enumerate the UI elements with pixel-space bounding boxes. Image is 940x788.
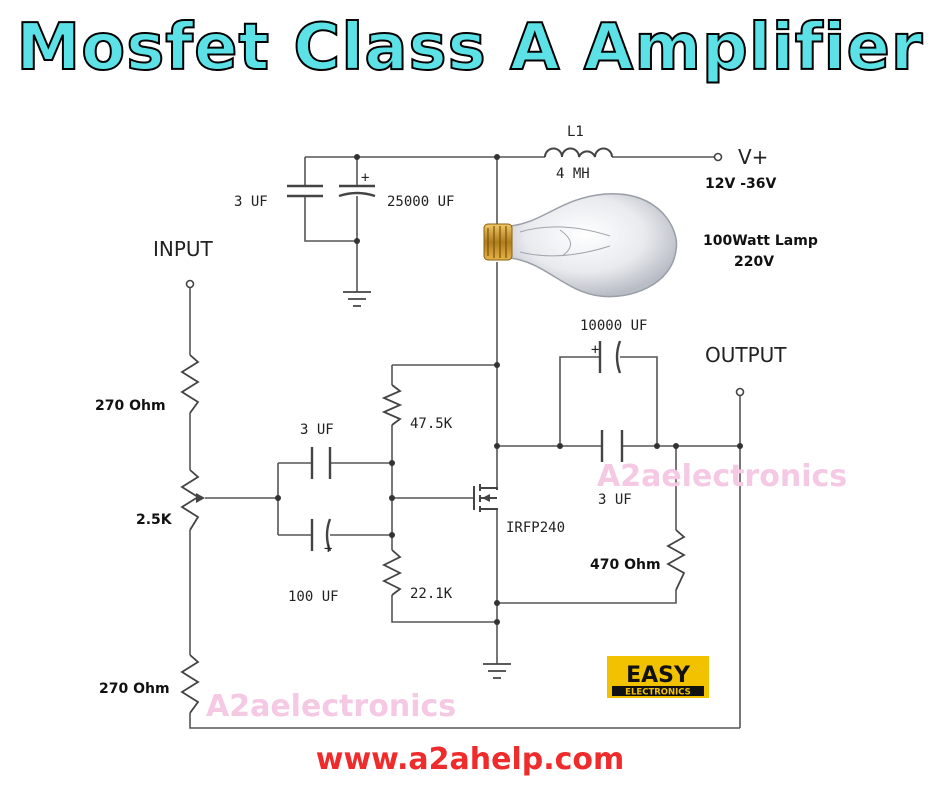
ground-icon [343,291,371,307]
terminals [185,152,745,397]
resistor-47-5k [381,384,403,426]
junctions [275,154,743,625]
website-url[interactable]: www.a2ahelp.com [315,742,625,777]
cap-10000uf-label: 10000 UF [580,318,647,334]
vplus-label: V+ [738,145,768,169]
mosfet-label: IRFP240 [506,520,565,536]
resistor-470-label: 470 Ohm [590,557,661,573]
cap-3uf-top [287,184,323,198]
supply-voltage-label: 12V -36V [705,176,776,192]
l1-label: L1 [567,124,584,140]
wires [189,156,741,729]
lamp-label-line2: 220V [734,254,774,270]
watermark: A2aelectronics [206,689,456,724]
resistor-270-bottom-label: 270 Ohm [99,681,170,697]
page-title: Mosfet Class A Amplifier [16,10,924,86]
plus-sign: + [591,342,599,358]
cap-3uf-out [600,430,624,462]
input-terminal [185,279,195,289]
input-label: INPUT [153,237,214,261]
pot-label: 2.5K [136,512,173,528]
lamp-label-line1: 100Watt Lamp [703,233,818,249]
logo-line2: ELECTRONICS [625,688,691,698]
resistor-270-top-label: 270 Ohm [95,398,166,414]
resistor-470 [666,529,686,591]
logo-line1: EASY [626,663,691,688]
capacitors [287,184,624,552]
pot-wiper-icon [196,493,205,503]
output-terminal [735,387,745,397]
lamp-icon [483,193,678,298]
cap-10000uf [598,340,622,374]
resistor-22-1k-label: 22.1K [410,586,453,602]
vplus-terminal [713,152,723,162]
cap-25000uf [338,184,376,198]
plus-sign: + [361,170,369,186]
cap-3uf-out-label: 3 UF [598,492,632,508]
resistor-270-top [180,354,200,414]
cap-3uf-top-label: 3 UF [234,194,268,210]
inductor-l1 [544,147,613,158]
resistor-22-1k [381,549,403,596]
cap-3uf-in [310,447,332,479]
ground-symbols [343,291,511,679]
cap-100uf-label: 100 UF [288,589,339,605]
ground-icon [483,663,511,679]
cap-3uf-in-label: 3 UF [300,422,334,438]
resistor-47-5k-label: 47.5K [410,416,453,432]
pot-2-5k [180,469,200,531]
cap-100uf-in [310,518,332,552]
resistor-270-bottom [180,654,200,714]
l1-value-label: 4 MH [556,166,590,182]
easy-electronics-logo: EASY ELECTRONICS [607,656,709,698]
mosfet-arrow-icon [482,494,490,502]
resistors [180,354,686,714]
cap-25000uf-label: 25000 UF [387,194,454,210]
plus-sign: + [324,541,332,557]
watermark: A2aelectronics [597,459,847,494]
output-label: OUTPUT [705,343,787,367]
